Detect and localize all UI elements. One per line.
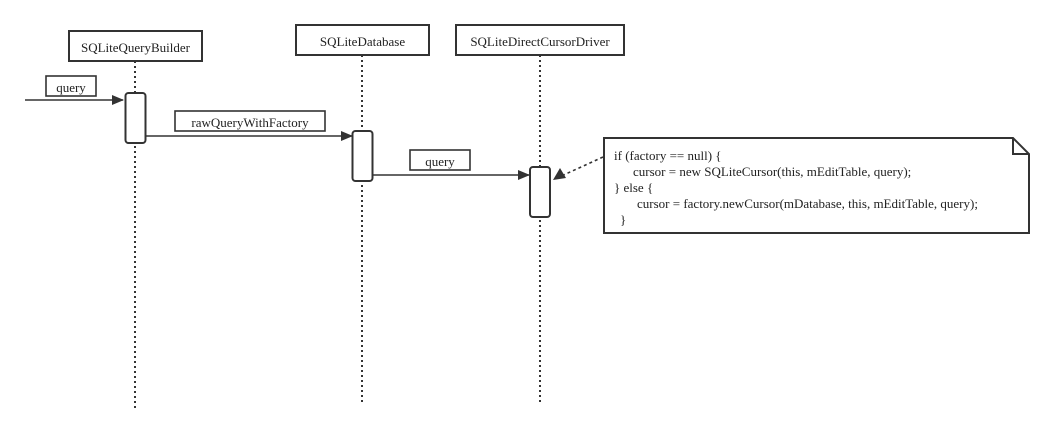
code-note: if (factory == null) { cursor = new SQLi… [603,137,1030,234]
participant-label: SQLiteDirectCursorDriver [470,34,610,49]
activation-bar-database [351,130,374,182]
message-query-driver: query [373,149,530,180]
note-line-5: } [620,212,626,227]
note-connector [553,156,604,180]
message-label: rawQueryWithFactory [191,115,309,130]
participant-sqlitequerybuilder: SQLiteQueryBuilder [68,30,203,62]
participant-sqlitedatabase: SQLiteDatabase [295,24,430,56]
note-line-3: } else { [614,180,653,195]
note-line-1: if (factory == null) { [614,148,722,163]
message-label: query [425,154,455,169]
participant-label: SQLiteQueryBuilder [81,40,191,55]
activation-bar-querybuilder [124,92,147,144]
activation-bar-cursordriver [529,166,551,218]
participant-sqlitedirectcursordriver: SQLiteDirectCursorDriver [455,24,625,56]
note-line-4: cursor = factory.newCursor(mDatabase, th… [637,196,978,211]
note-line-2: cursor = new SQLiteCursor(this, mEditTab… [633,164,911,179]
message-rawquerywithfactory: rawQueryWithFactory [146,110,353,141]
message-label: query [56,80,86,95]
participant-label: SQLiteDatabase [320,34,405,49]
message-query-incoming: query [25,75,124,105]
